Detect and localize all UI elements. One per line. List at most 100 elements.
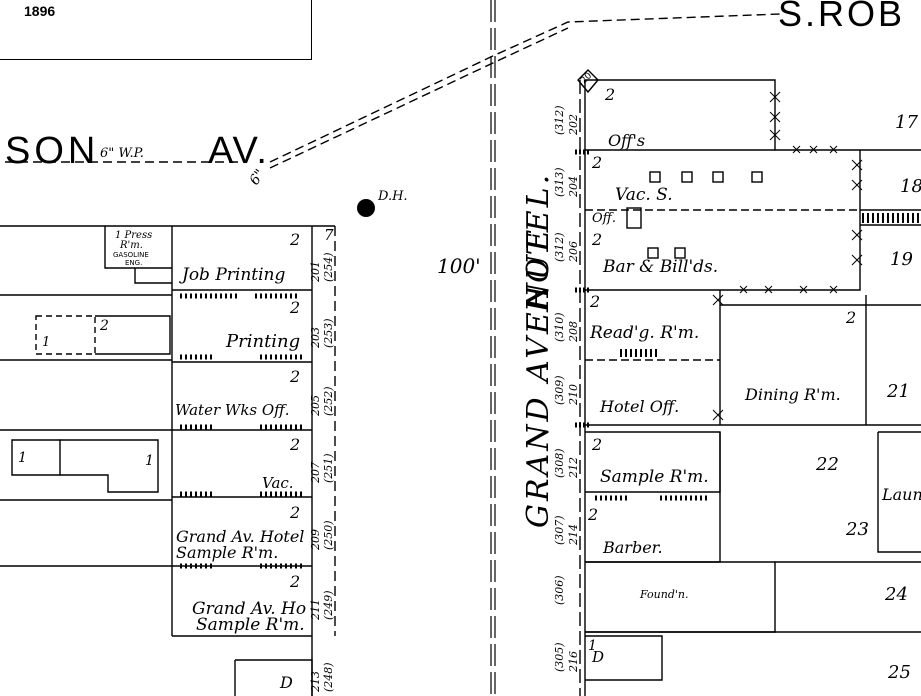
- addr-210: 210: [567, 384, 580, 406]
- alt-305: (305): [553, 642, 566, 672]
- right-floor-counts: 2 2 2 2 2 2 2 1: [587, 85, 856, 654]
- alt-248: (248): [322, 662, 335, 692]
- alt-254: (254): [322, 252, 335, 282]
- floors-216: 1: [588, 638, 597, 654]
- left-addresses: 201 (254) 203 (253) 205 (252) 207 (251) …: [309, 252, 335, 693]
- alt-306: (306): [553, 575, 566, 605]
- left-block: [0, 225, 336, 696]
- addr-204: 204: [567, 176, 580, 198]
- alt-252: (252): [322, 386, 335, 416]
- addr-205: 205: [309, 395, 322, 417]
- room-printing: Printing: [225, 331, 300, 352]
- left-floor-counts: 2 2 2 2 2 2: [289, 230, 300, 591]
- alt-249: (249): [322, 590, 335, 620]
- press-rm-4: ENG.: [125, 259, 142, 267]
- addr-213: 213: [309, 671, 322, 693]
- floors-203: 2: [289, 298, 300, 317]
- floors-207: 2: [289, 435, 300, 454]
- room-water-wks: Water Wks Off.: [175, 401, 290, 419]
- lot-17: 17: [895, 112, 918, 133]
- room-sample: Sample R'm.: [600, 467, 709, 487]
- lot-23: 23: [845, 519, 869, 540]
- street-labels: SON AV. 6" W.P. 6" S.ROB GRAND AVENUE HO…: [5, 0, 905, 528]
- room-d-left: D: [279, 673, 293, 692]
- room-hotel-off: Hotel Off.: [599, 397, 679, 416]
- room-d-right: D: [591, 648, 604, 666]
- room-laun: Laun: [881, 485, 921, 504]
- lot-22: 22: [815, 454, 839, 475]
- addr-212: 212: [567, 457, 580, 479]
- room-grand-hotel-a: Grand Av. Hotel: [176, 527, 304, 546]
- room-vac: Vac.: [262, 474, 294, 492]
- wall-x-marks: [712, 91, 863, 421]
- hydrant-label: D.H.: [377, 189, 408, 204]
- addr-209: 209: [309, 529, 322, 551]
- room-offs: Off's: [608, 131, 645, 150]
- right-block: [575, 69, 921, 696]
- water-main-lines: [5, 13, 781, 169]
- alt-307: (307): [553, 515, 566, 545]
- num-1-a: 1: [42, 335, 50, 350]
- num-1-b: 1: [18, 450, 27, 466]
- floors-205: 2: [289, 367, 300, 386]
- addr-214: 214: [567, 524, 580, 546]
- floors-202: 2: [604, 85, 615, 104]
- room-job-printing: Job Printing: [179, 265, 286, 285]
- addr-206: 206: [567, 241, 580, 263]
- press-rm-1: 1 Press: [115, 230, 152, 241]
- alt-250: (250): [322, 520, 335, 550]
- alt-308: (308): [553, 448, 566, 478]
- floors-209: 2: [289, 503, 300, 522]
- grand-avenue-label: GRAND AVENUE: [521, 227, 556, 528]
- hotel-label: HOTEL.: [521, 172, 556, 313]
- year-box: 1896: [0, 0, 312, 60]
- water-main-label: 6" W.P.: [100, 146, 144, 161]
- left-misc-numbers: 1 2 1 1 7: [18, 226, 334, 469]
- num-7: 7: [324, 226, 334, 244]
- floors-214: 2: [587, 505, 598, 524]
- alt-310: (310): [553, 312, 566, 342]
- addr-208: 208: [567, 321, 580, 343]
- room-vac-s: Vac. S.: [615, 185, 673, 205]
- street-width-label: 100': [437, 254, 481, 278]
- alt-253: (253): [322, 318, 335, 348]
- lot-numbers: 17 18 19 21 22 23 24 25: [815, 112, 921, 683]
- floors-dining: 2: [845, 308, 856, 327]
- lot-25: 25: [887, 662, 911, 683]
- floors-211: 2: [289, 572, 300, 591]
- addr-201: 201: [309, 261, 322, 283]
- room-dining: Dining R'm.: [744, 385, 841, 404]
- alt-313: (313): [553, 167, 566, 197]
- floors-201: 2: [289, 230, 300, 249]
- addr-216: 216: [567, 651, 580, 673]
- room-grand-hotel-b2: Sample R'm.: [196, 615, 305, 635]
- lot-21: 21: [886, 381, 910, 402]
- left-room-labels: Job Printing Printing Water Wks Off. Vac…: [175, 265, 306, 692]
- press-room-labels: 1 Press R'm. GASOLINE ENG.: [113, 230, 152, 267]
- room-grand-hotel-a2: Sample R'm.: [176, 543, 278, 562]
- floors-204: 2: [591, 153, 602, 172]
- hydrant-dot: [357, 199, 375, 217]
- son-av-right-label: AV.: [208, 130, 269, 172]
- room-bar-billds: Bar & Bill'ds.: [602, 257, 718, 277]
- num-1-c: 1: [145, 453, 154, 469]
- floors-208: 2: [589, 292, 600, 311]
- press-rm-2: R'm.: [119, 240, 143, 251]
- right-addresses: 202 (312) 204 (313) 206 (312) 208 (310) …: [553, 105, 580, 673]
- addr-211: 211: [309, 599, 322, 621]
- room-readg: Read'g. R'm.: [589, 323, 699, 343]
- street-lines: [490, 0, 496, 696]
- addr-202: 202: [567, 114, 580, 136]
- alt-312b: (312): [553, 232, 566, 262]
- lot-19: 19: [890, 249, 913, 270]
- addr-203: 203: [309, 327, 322, 349]
- lot-24: 24: [884, 584, 908, 605]
- room-foundn: Found'n.: [639, 588, 688, 601]
- lot-18: 18: [900, 176, 921, 197]
- map-year: 1896: [24, 3, 56, 19]
- floors-206: 2: [591, 230, 602, 249]
- alt-312a: (312): [553, 105, 566, 135]
- addr-207: 207: [309, 462, 322, 484]
- s-rob-label: S.ROB: [778, 0, 905, 34]
